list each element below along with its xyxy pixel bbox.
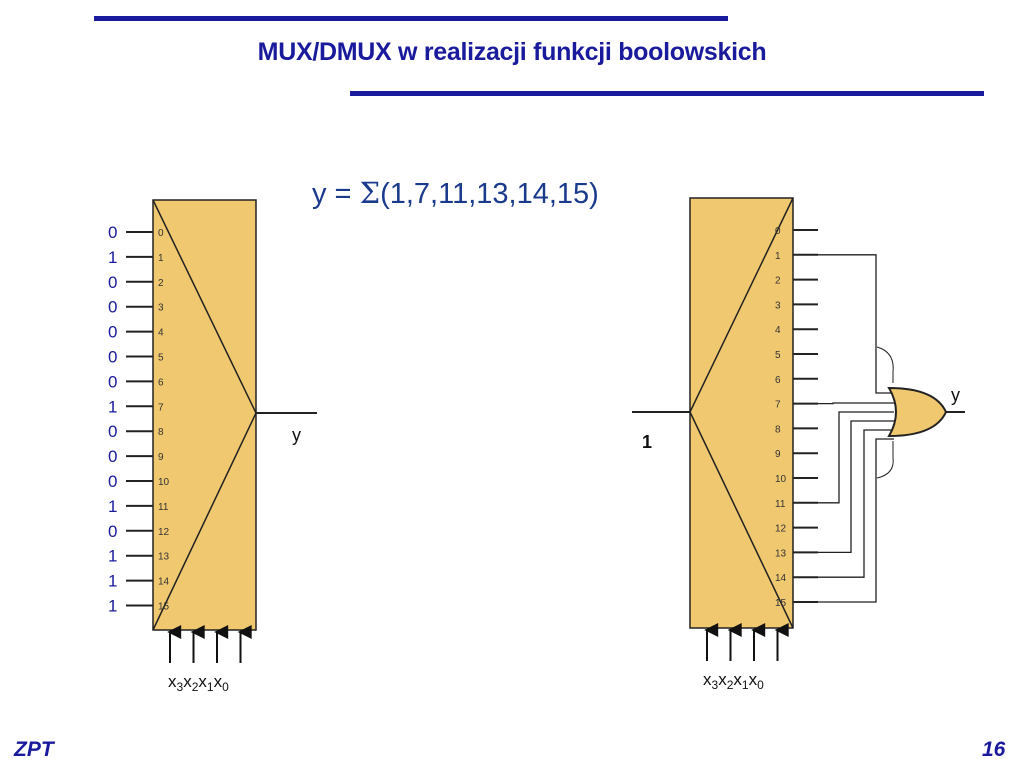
mux-pin-label: 15	[158, 602, 170, 613]
dmux-pin-label: 4	[775, 325, 781, 336]
mux-diagonal-bottom	[152, 412, 257, 631]
or-input-wire	[818, 420, 894, 554]
mux-input-value: 0	[108, 298, 117, 317]
formula-lhs: y =	[312, 178, 360, 210]
sigma-symbol: Σ	[359, 176, 381, 210]
mux-pin-label: 3	[158, 303, 164, 314]
mux-input-value: 0	[108, 323, 117, 342]
dmux-pin-label: 0	[775, 226, 781, 237]
mux-input-value: 0	[108, 447, 117, 466]
mux-input-value: 0	[108, 472, 117, 491]
dmux-pin-label: 7	[775, 400, 781, 411]
mux-input-value: 0	[108, 372, 117, 391]
mux-input-value: 0	[108, 422, 117, 441]
dmux-diagonal-bottom	[689, 411, 794, 629]
formula-terms: (1,7,11,13,14,15)	[380, 178, 599, 210]
dmux-pin-label: 13	[775, 548, 787, 559]
or-input-wire	[818, 411, 894, 504]
mux-pin-label: 1	[158, 253, 164, 264]
top-rule	[94, 16, 728, 21]
or-output-label: y	[951, 385, 960, 405]
dmux-select-arrows	[704, 623, 789, 661]
mux-pin-label: 13	[158, 552, 170, 563]
mux-pin-label: 2	[158, 278, 164, 289]
mux-select-arrows	[167, 625, 252, 663]
or-input-wire	[818, 429, 894, 578]
dmux-input-value: 1	[642, 432, 652, 452]
dmux-pin-label: 5	[775, 350, 781, 361]
dmux-pin-label: 11	[775, 499, 786, 510]
mux-input-value: 1	[108, 547, 117, 566]
dmux-select-label: x3x2x1x0	[703, 670, 764, 692]
mux-pin-label: 4	[158, 328, 164, 339]
dmux-pin-label: 14	[775, 573, 787, 584]
dmux-pin-label: 9	[775, 449, 781, 460]
mux-pin-label: 9	[158, 452, 164, 463]
mux-input-value: 0	[108, 348, 117, 367]
dmux-pin-label: 6	[775, 375, 781, 386]
mux-input-value: 1	[108, 572, 117, 591]
mux-input-value: 1	[108, 497, 117, 516]
dmux-pin-label: 3	[775, 300, 781, 311]
dmux-pin-label: 8	[775, 424, 781, 435]
mux-pin-label: 6	[158, 377, 164, 388]
mux-diagonal-top	[152, 199, 257, 414]
mux-pin-label: 7	[158, 402, 164, 413]
mux-body	[152, 199, 257, 631]
footer-right: 16	[982, 738, 1006, 761]
function-formula: y = Σ(1,7,11,13,14,15)	[312, 176, 599, 211]
mux-pin-label: 14	[158, 577, 170, 588]
mux-input-value: 1	[108, 597, 117, 616]
mux-input-value: 0	[108, 522, 117, 541]
mux-input-value: 1	[108, 248, 117, 267]
dmux-pin-label: 12	[775, 524, 787, 535]
dmux-body	[689, 197, 794, 629]
or-gate-body	[887, 386, 948, 438]
mux-pin-label: 8	[158, 427, 164, 438]
or-brace-top	[876, 346, 894, 383]
or-input-wires	[818, 254, 894, 603]
mux-pin-label: 5	[158, 353, 164, 364]
mux-input-value: 0	[108, 273, 117, 292]
or-gate: y	[818, 254, 965, 603]
mux-input-value: 1	[108, 397, 117, 416]
or-brace-bottom	[876, 441, 894, 479]
dmux-diagonal-top	[689, 197, 794, 413]
mux-pin-label: 0	[158, 228, 164, 239]
or-input-wire	[818, 402, 894, 405]
or-input-wire	[818, 438, 894, 603]
dmux-pin-label: 2	[775, 276, 781, 287]
mux-pin-label: 12	[158, 527, 170, 538]
footer-left: ZPT	[14, 738, 54, 761]
dmux-pin-label: 10	[775, 474, 787, 485]
or-input-wire	[818, 254, 894, 394]
mux-pin-label: 10	[158, 477, 170, 488]
dmux-pin-label: 15	[775, 598, 787, 609]
bottom-rule	[350, 91, 984, 96]
dmux-pin-label: 1	[775, 251, 781, 262]
slide-title: MUX/DMUX w realizacji funkcji boolowskic…	[257, 38, 767, 66]
mux-input-value: 0	[108, 223, 117, 242]
mux-pin-label: 11	[158, 502, 169, 513]
mux-output-label: y	[292, 425, 301, 445]
mux-select-label: x3x2x1x0	[168, 672, 229, 694]
